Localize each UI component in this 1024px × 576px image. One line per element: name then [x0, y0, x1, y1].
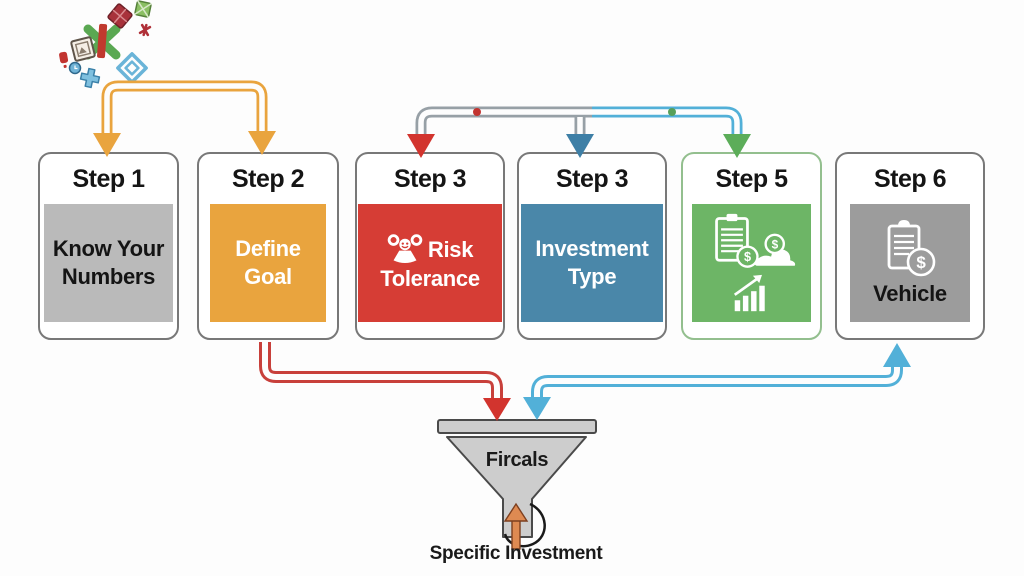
step-5-card: Step 5 $ $	[681, 152, 822, 340]
step-4-header: Step 3	[555, 165, 629, 193]
step-2-title: Define Goal	[235, 235, 301, 289]
step-1-card: Step 1 Know Your Numbers	[38, 152, 179, 340]
green-diamond-icon	[134, 0, 152, 18]
red-dot-marker	[473, 108, 481, 116]
step-4-card: Step 3 Investment Type	[517, 152, 667, 340]
step-2-box: Define Goal	[210, 204, 326, 322]
bar-chart-arrow-icon	[733, 274, 765, 312]
orange-arrow-tube	[93, 80, 276, 157]
step-6-card: Step 6 $ Vehicle	[835, 152, 985, 340]
step-6-header: Step 6	[873, 165, 947, 193]
red-arrow-tube	[259, 342, 511, 421]
red-arrowhead-funnel	[483, 398, 511, 421]
alert-icon	[59, 51, 69, 68]
red-asterisk-icon	[138, 23, 152, 37]
scatter-icons-cluster	[59, 0, 152, 89]
svg-text:$: $	[771, 237, 778, 251]
puzzle-cross-icon	[79, 67, 101, 89]
red-diamond-icon	[107, 3, 133, 29]
clock-icon	[68, 61, 82, 75]
hook-curve	[503, 502, 546, 548]
step-1-box: Know Your Numbers	[44, 204, 173, 322]
step-4-box: Investment Type	[521, 204, 663, 322]
step-1-title: Know Your Numbers	[52, 235, 165, 289]
step-1-header: Step 1	[72, 165, 145, 193]
risk-meter-icon	[387, 234, 423, 264]
step-2-header: Step 2	[231, 165, 305, 193]
funnel-rim	[437, 419, 597, 434]
funnel	[437, 419, 597, 538]
green-dot-marker	[668, 108, 676, 116]
photo-frame-icon	[70, 36, 96, 62]
step-5-header: Step 5	[715, 165, 788, 193]
finance-growth-icon: $ $	[714, 213, 795, 312]
blue-arrow-tube	[523, 343, 911, 420]
funnel-label: Fircals	[485, 449, 549, 471]
step-6-title: Vehicle	[873, 280, 947, 306]
top-bracket-tube	[407, 106, 751, 158]
step-3-risk-card: Step 3 Risk Tolerance	[355, 152, 505, 340]
step-3-risk-box: Risk Tolerance	[358, 204, 502, 322]
step-5-box: $ $	[692, 204, 811, 322]
svg-text:$: $	[916, 253, 926, 272]
blue-arrowhead-funnel	[523, 397, 551, 420]
blue-diamond-outline-icon	[116, 52, 148, 84]
step-4-title: Investment Type	[535, 235, 649, 289]
step-3-risk-title: Risk Tolerance	[380, 237, 480, 291]
step-6-box: $ Vehicle	[850, 204, 970, 322]
step-3-risk-title-wrap: Risk Tolerance	[362, 233, 498, 292]
clipboard-dollar-icon: $	[887, 219, 936, 277]
funnel-output-label: Specific Investment	[429, 543, 603, 564]
svg-text:$: $	[744, 249, 751, 264]
step-2-card: Step 2 Define Goal	[197, 152, 339, 340]
blue-arrowhead-step6	[883, 343, 911, 367]
step-3-risk-header: Step 3	[393, 165, 467, 193]
